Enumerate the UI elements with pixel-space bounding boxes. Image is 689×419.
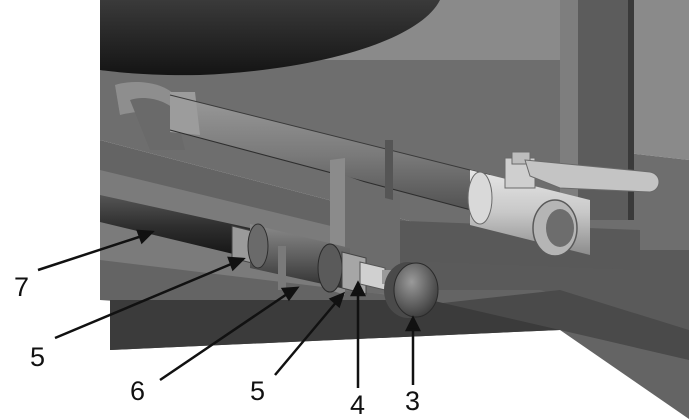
callout-4: 4 xyxy=(350,390,366,419)
end-cap xyxy=(384,262,439,318)
tank xyxy=(100,0,440,76)
callout-5-left: 5 xyxy=(30,342,46,372)
leader-line-7 xyxy=(37,229,155,272)
leader-line-5-left xyxy=(54,256,246,340)
callout-5-right: 5 xyxy=(250,376,266,406)
hose xyxy=(100,195,250,258)
ball-valve xyxy=(467,151,660,257)
callout-3: 3 xyxy=(405,386,421,416)
leader-lines xyxy=(37,229,422,388)
leader-line-6 xyxy=(159,286,300,382)
main-pipe xyxy=(115,82,491,216)
leader-line-3 xyxy=(404,315,422,385)
callout-6: 6 xyxy=(130,376,146,406)
callout-7: 7 xyxy=(14,272,30,302)
fitting-assembly xyxy=(231,223,402,295)
leader-line-5-right xyxy=(274,291,346,376)
leader-line-4 xyxy=(349,280,367,388)
